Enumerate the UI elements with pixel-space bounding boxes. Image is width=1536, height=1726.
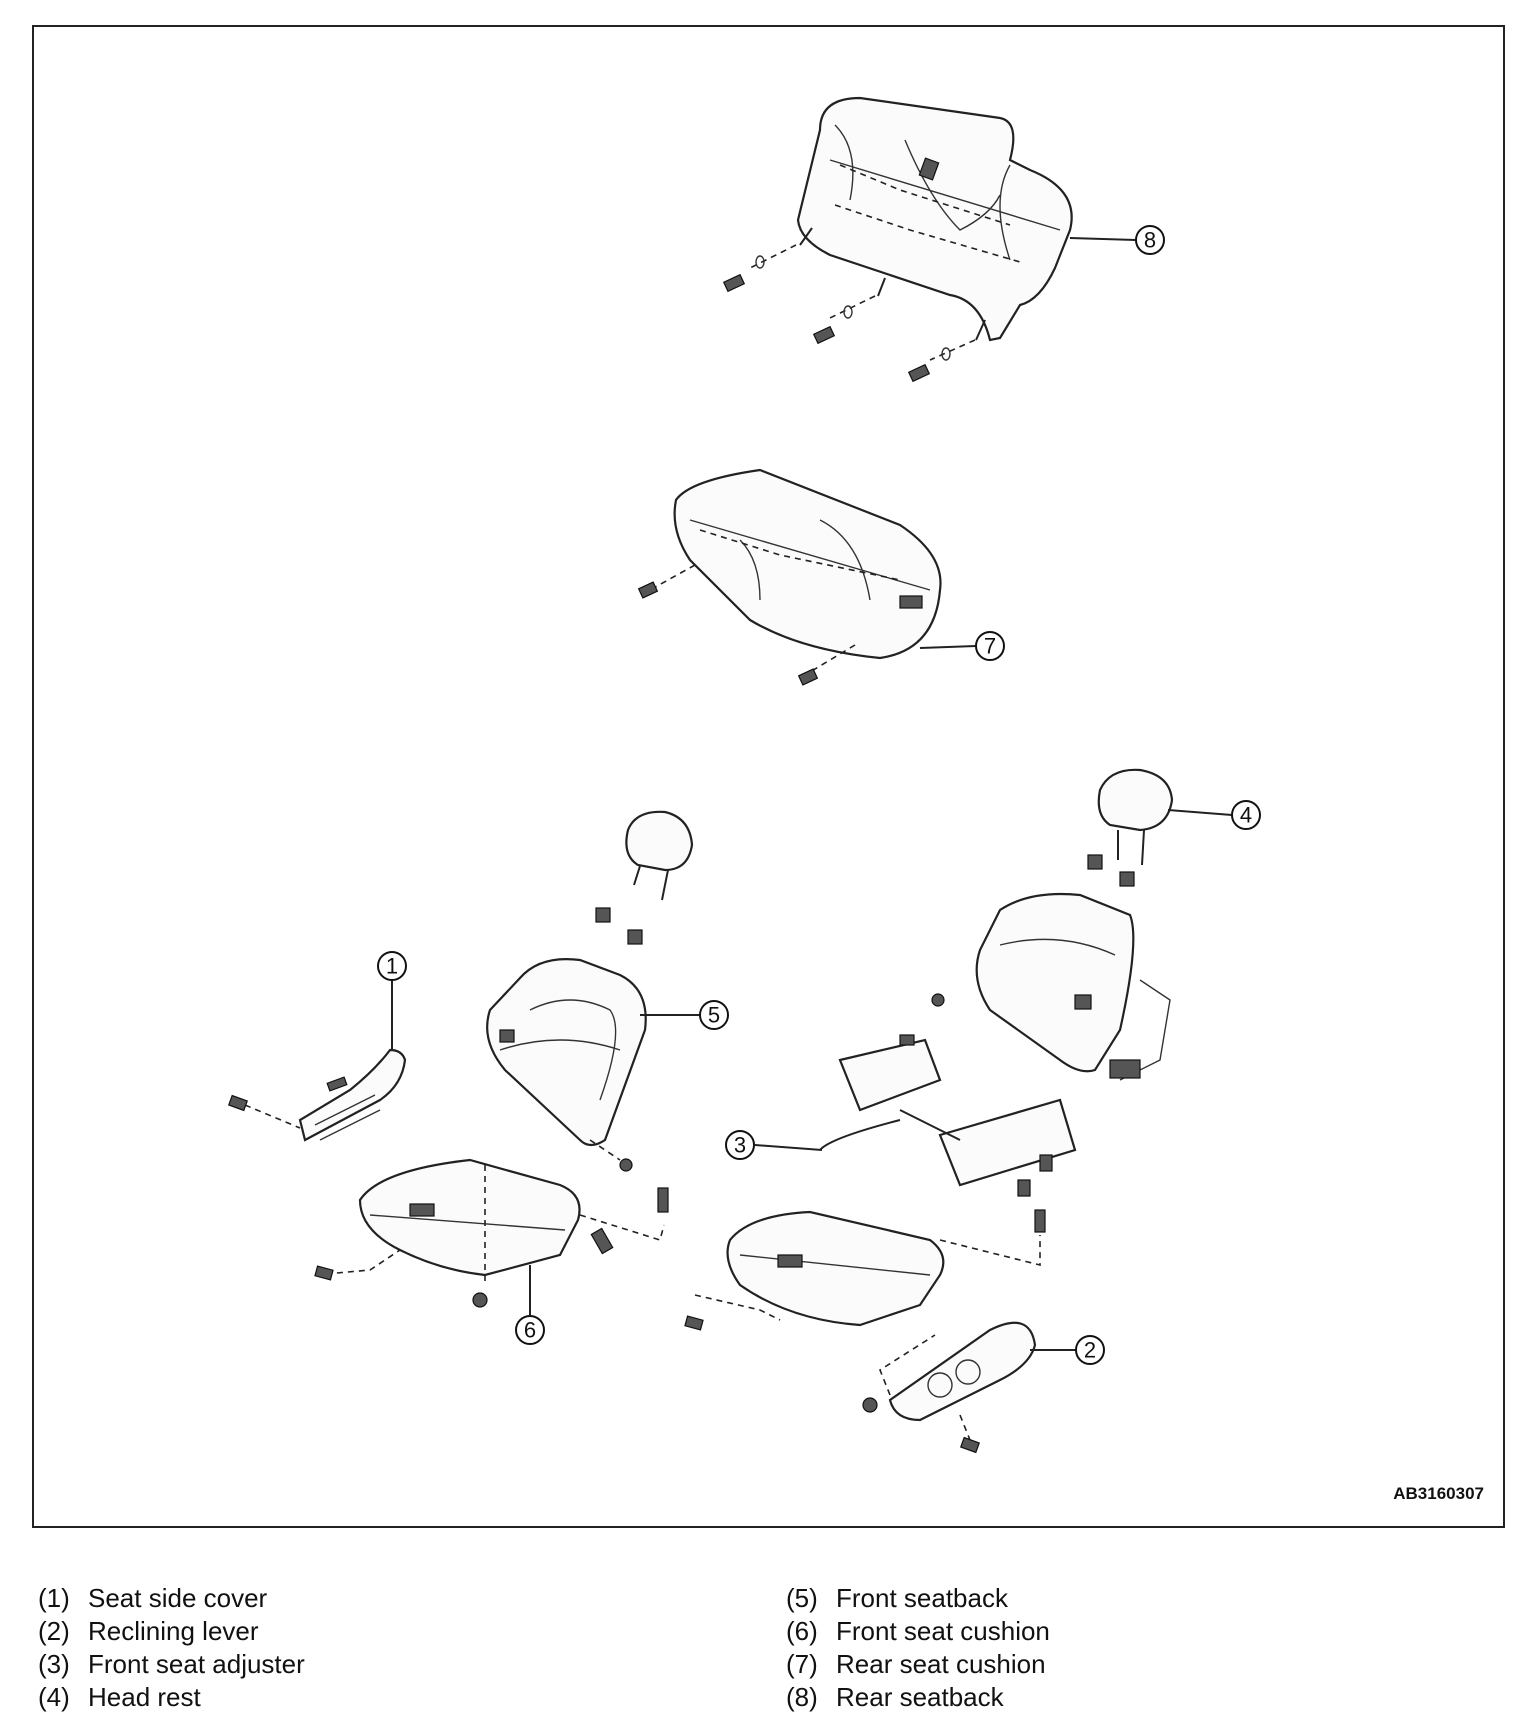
- legend-item: (2) Reclining lever: [38, 1615, 305, 1648]
- callout-5: 5: [699, 1000, 729, 1030]
- legend-item: (4) Head rest: [38, 1681, 305, 1714]
- legend-item: (5) Front seatback: [786, 1582, 1050, 1615]
- callout-4: 4: [1231, 800, 1261, 830]
- legend-item: (3) Front seat adjuster: [38, 1648, 305, 1681]
- legend-number: (7): [786, 1649, 818, 1679]
- svg-text:5: 5: [708, 1003, 720, 1028]
- legend-label: Front seat cushion: [836, 1616, 1050, 1646]
- legend-item: (1) Seat side cover: [38, 1582, 305, 1615]
- callout-3: 3: [725, 1130, 755, 1160]
- rear-seat-cushion: [637, 468, 977, 686]
- front-seat-cushion-left: [314, 1158, 669, 1315]
- callout-8: 8: [1135, 225, 1165, 255]
- svg-text:1: 1: [386, 954, 398, 979]
- svg-text:4: 4: [1240, 803, 1252, 828]
- front-seatback-right: [975, 892, 1171, 1081]
- legend-right: (5)Front seatback (6)Front seat cushion …: [786, 1582, 1050, 1714]
- figure-code: AB3160307: [1393, 1484, 1484, 1503]
- reclining-lever: [862, 1321, 1076, 1454]
- legend-number: (2): [38, 1616, 70, 1646]
- rear-seatback: [722, 96, 1137, 383]
- legend-number: (3): [38, 1649, 70, 1679]
- front-seat-adjuster: [754, 993, 1077, 1197]
- legend-label: Head rest: [88, 1682, 201, 1712]
- callout-7: 7: [975, 631, 1005, 661]
- seat-side-cover: [228, 980, 407, 1142]
- legend-item: (7) Rear seat cushion: [786, 1648, 1050, 1681]
- legend-label: Rear seat cushion: [836, 1649, 1046, 1679]
- svg-text:6: 6: [524, 1318, 536, 1343]
- legend-number: (8): [786, 1682, 818, 1712]
- legend-label: Front seatback: [836, 1583, 1008, 1613]
- svg-text:7: 7: [984, 634, 996, 659]
- head-rest-left: [595, 810, 694, 945]
- head-rest-right: [1087, 768, 1233, 887]
- legend-number: (4): [38, 1682, 70, 1712]
- legend-number: (1): [38, 1583, 70, 1613]
- callout-1: 1: [377, 951, 407, 981]
- legend-number: (5): [786, 1583, 818, 1613]
- legend-number: (6): [786, 1616, 818, 1646]
- callout-6: 6: [515, 1315, 545, 1345]
- legend-item: (6) Front seat cushion: [786, 1615, 1050, 1648]
- callouts: 8 7 4 1 5 3 6 2: [377, 225, 1261, 1365]
- legend-label: Rear seatback: [836, 1682, 1004, 1712]
- front-seat-cushion-right: [684, 1209, 1046, 1331]
- legend-label: Front seat adjuster: [88, 1649, 305, 1679]
- diagram-frame: [32, 25, 1505, 1528]
- legend-label: Reclining lever: [88, 1616, 259, 1646]
- svg-text:8: 8: [1144, 228, 1156, 253]
- legend-label: Seat side cover: [88, 1583, 268, 1613]
- svg-text:3: 3: [734, 1133, 746, 1158]
- svg-text:2: 2: [1084, 1338, 1096, 1363]
- legend-item: (8) Rear seatback: [786, 1681, 1050, 1714]
- callout-2: 2: [1075, 1335, 1105, 1365]
- legend-left: (1) Seat side cover (2) Reclining lever (3…: [38, 1582, 305, 1714]
- front-seatback-left: [486, 958, 700, 1172]
